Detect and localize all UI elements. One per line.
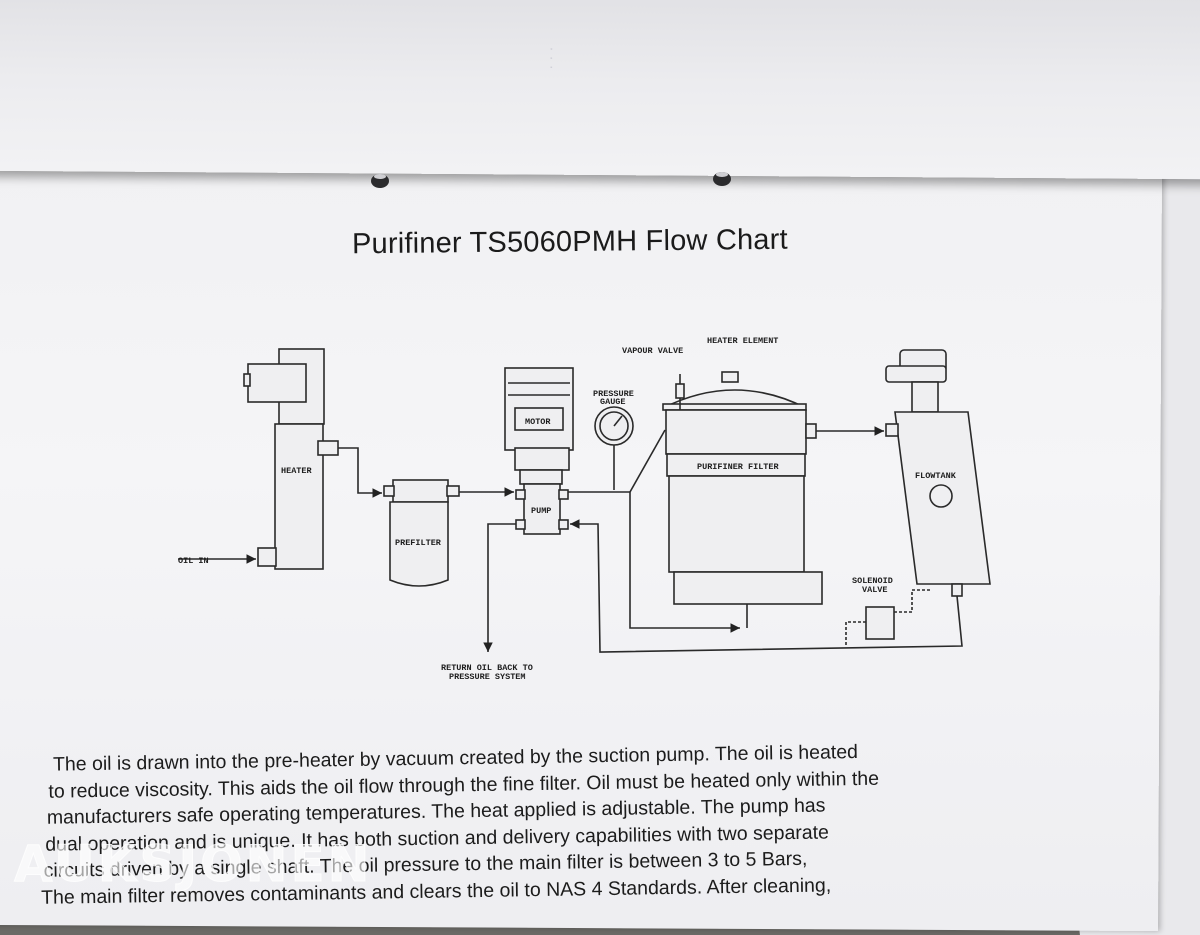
label-pressure-system: PRESSURE SYSTEM <box>449 672 526 682</box>
watermark-logo: AUKSJONEN <box>13 835 373 894</box>
purifiner-filter-unit <box>662 371 823 605</box>
label-prefilter: PREFILTER <box>395 538 442 548</box>
flowtank-unit <box>885 349 991 597</box>
label-pressure: PRESSURE <box>593 389 634 399</box>
label-gauge: GAUGE <box>600 397 626 407</box>
punch-hole <box>371 174 389 188</box>
label-purifiner-filter: PURIFINER FILTER <box>697 462 780 472</box>
label-vapour-valve: VAPOUR VALVE <box>622 346 683 356</box>
pipes <box>178 426 963 653</box>
label-heater-element: HEATER ELEMENT <box>707 336 778 346</box>
label-oil-in: OIL IN <box>178 556 209 566</box>
punch-hole <box>713 172 731 186</box>
label-flowtank: FLOWTANK <box>915 471 957 481</box>
solenoid-valve <box>845 589 930 646</box>
label-pump: PUMP <box>531 506 551 516</box>
label-heater: HEATER <box>281 466 313 476</box>
motor-pump-unit <box>504 367 574 535</box>
label-solenoid: SOLENOID <box>852 576 893 586</box>
pressure-gauge <box>594 406 634 490</box>
label-valve: VALVE <box>862 585 888 595</box>
label-motor: MOTOR <box>525 417 551 427</box>
prefilter-unit <box>383 479 460 587</box>
flow-diagram: HEATER OIL IN PREFILTER MOTOR PUMP PRESS… <box>178 336 991 682</box>
heater-unit <box>243 348 339 570</box>
label-return-oil: RETURN OIL BACK TO <box>441 663 533 673</box>
